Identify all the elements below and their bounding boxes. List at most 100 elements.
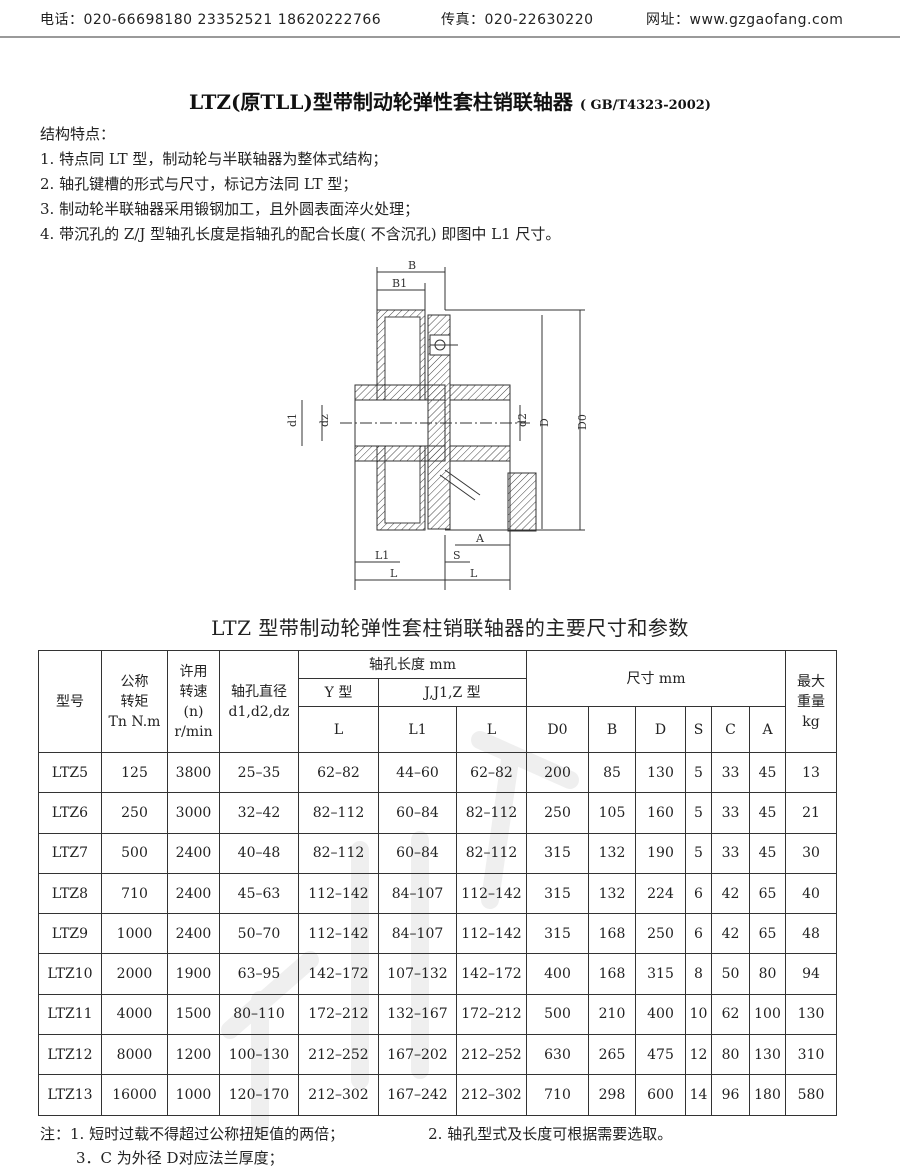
table-cell: 112–142 xyxy=(298,913,379,955)
website-label: 网址： xyxy=(646,12,690,28)
header-torque-line: 公称 xyxy=(120,673,149,690)
feature-item: 1. 特点同 LT 型，制动轮与半联轴器为整体式结构； xyxy=(40,150,388,168)
table-cell: 500 xyxy=(101,832,168,874)
table-cell: 100–130 xyxy=(219,1034,299,1076)
table-cell: 400 xyxy=(635,993,686,1036)
model-cell: LTZ6 xyxy=(38,792,102,834)
features-heading: 结构特点： xyxy=(40,125,116,143)
header-bore-line: d1,d2,dz xyxy=(228,703,290,720)
table-cell: 130 xyxy=(785,993,837,1036)
table-cell: 315 xyxy=(526,913,589,955)
note-1: 1. 短时过载不得超过公称扭矩值的两倍； xyxy=(70,1125,345,1143)
header-D: D xyxy=(635,706,686,753)
model-cell: LTZ5 xyxy=(38,751,102,794)
label-B1: B1 xyxy=(392,277,407,290)
feature-item: 4. 带沉孔的 Z/J 型轴孔长度是指轴孔的配合长度( 不含沉孔) 即图中 L1… xyxy=(40,225,561,243)
table-cell: 112–142 xyxy=(456,872,527,915)
header-L: L xyxy=(298,706,379,753)
table-cell: 80–110 xyxy=(219,993,299,1036)
label-d1: d1 xyxy=(286,413,299,427)
model-cell: LTZ8 xyxy=(38,872,102,915)
table-cell: 13 xyxy=(785,751,837,794)
header-speed-line: r/min xyxy=(174,723,213,740)
header-S: S xyxy=(685,706,712,753)
table-cell: 600 xyxy=(635,1074,686,1116)
table-cell: 315 xyxy=(635,953,686,995)
table-cell: 180 xyxy=(749,1074,786,1116)
label-S: S xyxy=(453,549,461,562)
title-main: LTZ(原TLL)型带制动轮弹性套柱销联轴器 xyxy=(189,90,573,114)
table-cell: 42 xyxy=(711,913,750,955)
table-cell: 500 xyxy=(526,993,589,1036)
header-D0: D0 xyxy=(526,706,589,753)
header-torque-line: 转矩 xyxy=(120,693,149,710)
header-speed-line: (n) xyxy=(183,703,204,720)
header-L-jz: L xyxy=(456,706,527,753)
header-L1: L1 xyxy=(378,706,457,753)
label-L1: L1 xyxy=(375,549,389,562)
table-cell: 212–252 xyxy=(298,1034,379,1076)
table-cell: 167–202 xyxy=(378,1034,457,1076)
table-cell: 172–212 xyxy=(456,993,527,1036)
header-jz-type: J,J1,Z 型 xyxy=(378,678,527,707)
table-cell: 3800 xyxy=(167,751,220,794)
table-cell: 6 xyxy=(685,872,712,915)
table-cell: 250 xyxy=(635,913,686,955)
header-weight-line: 重量 xyxy=(797,693,825,710)
table-cell: 63–95 xyxy=(219,953,299,995)
table-cell: 40–48 xyxy=(219,832,299,874)
header-weight-line: 最大 xyxy=(797,673,825,690)
header-A: A xyxy=(749,706,786,753)
spec-table: 型号 公称 转矩 Tn N.m 许用 转速 (n) r/min 轴孔直径 d1,… xyxy=(38,650,837,1116)
phone-label: 电话： xyxy=(40,12,84,28)
table-cell: 105 xyxy=(588,792,636,834)
table-cell: 84–107 xyxy=(378,872,457,915)
table-cell: 48 xyxy=(785,913,837,955)
header-C: C xyxy=(711,706,750,753)
table-cell: 85 xyxy=(588,751,636,794)
table-cell: 130 xyxy=(749,1034,786,1076)
table-cell: 25–35 xyxy=(219,751,299,794)
table-cell: 580 xyxy=(785,1074,837,1116)
table-cell: 3000 xyxy=(167,792,220,834)
header-dimensions: 尺寸 mm xyxy=(526,650,786,707)
header-weight-line: kg xyxy=(802,713,820,730)
table-cell: 44–60 xyxy=(378,751,457,794)
label-L: L xyxy=(390,567,398,580)
notes-row-1: 注：1. 短时过载不得超过公称扭矩值的两倍；2. 轴孔型式及长度可根据需要选取。 xyxy=(40,1122,672,1146)
header-speed: 许用 转速 (n) r/min xyxy=(167,650,220,753)
table-cell: 84–107 xyxy=(378,913,457,955)
website-url[interactable]: www.gzgaofang.com xyxy=(689,12,844,28)
table-cell: 50 xyxy=(711,953,750,995)
table-cell: 2400 xyxy=(167,872,220,915)
table-cell: 4000 xyxy=(101,993,168,1036)
label-D0: D0 xyxy=(576,414,589,430)
table-cell: 65 xyxy=(749,913,786,955)
header-speed-line: 许用 xyxy=(179,663,208,680)
table-cell: 315 xyxy=(526,872,589,915)
table-cell: 475 xyxy=(635,1034,686,1076)
table-cell: 32–42 xyxy=(219,792,299,834)
label-A: A xyxy=(475,532,485,545)
header-divider xyxy=(0,36,900,38)
table-cell: 1200 xyxy=(167,1034,220,1076)
table-cell: 315 xyxy=(526,832,589,874)
table-cell: 1000 xyxy=(167,1074,220,1116)
table-cell: 5 xyxy=(685,751,712,794)
table-cell: 40 xyxy=(785,872,837,915)
table-cell: 12 xyxy=(685,1034,712,1076)
table-cell: 168 xyxy=(588,953,636,995)
table-cell: 212–252 xyxy=(456,1034,527,1076)
model-cell: LTZ7 xyxy=(38,832,102,874)
website-info: 网址：www.gzgaofang.com xyxy=(646,9,843,29)
table-cell: 65 xyxy=(749,872,786,915)
table-cell: 62 xyxy=(711,993,750,1036)
table-cell: 50–70 xyxy=(219,913,299,955)
